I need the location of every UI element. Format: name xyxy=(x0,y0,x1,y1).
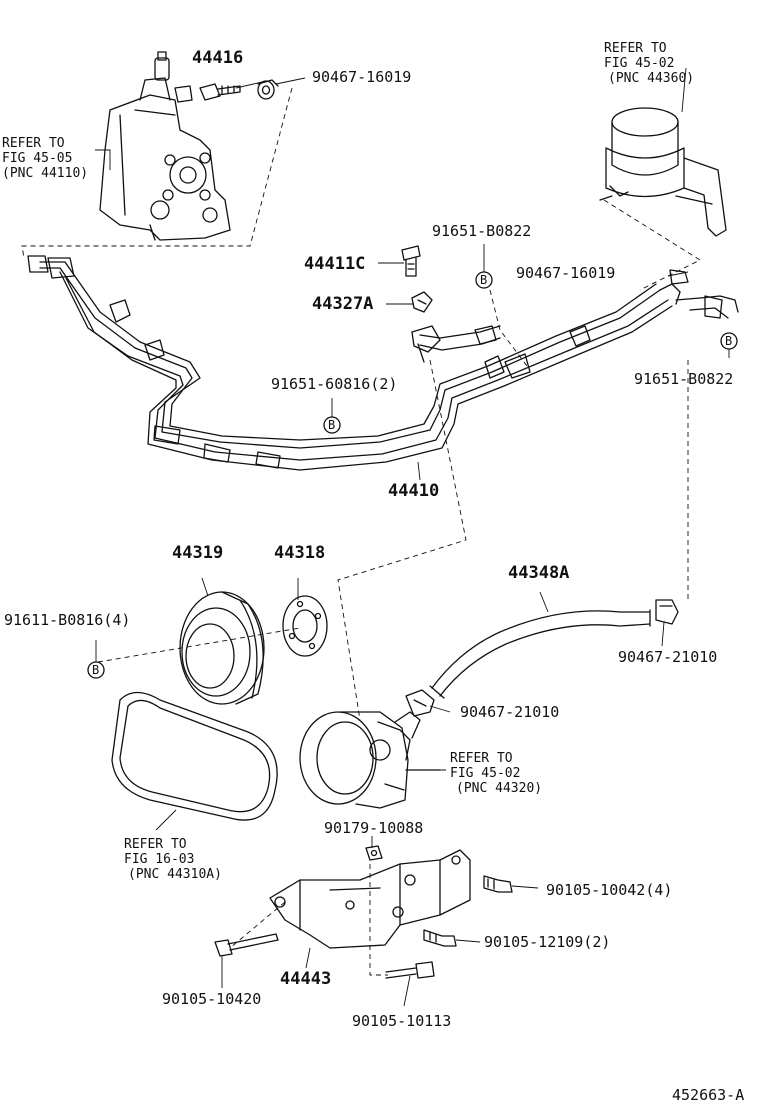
bolt-44411C xyxy=(401,245,421,277)
label-91651-B0822-top: 91651-B0822 xyxy=(432,222,531,240)
union-bolt-44416 xyxy=(199,83,241,101)
label-44416: 44416 xyxy=(192,48,243,68)
label-44411C: 44411C xyxy=(304,254,365,274)
bolt-90105-10420 xyxy=(214,933,279,957)
b-symbol-text-3: B xyxy=(725,334,732,348)
clamp-90467-21010-mid xyxy=(405,689,435,717)
ref-belt-line1: REFER TO xyxy=(124,837,187,852)
bolt-90105-12109 xyxy=(423,929,457,947)
label-90467-21010-mid: 90467-21010 xyxy=(460,703,559,721)
reservoir-illustration xyxy=(599,107,727,237)
label-44319: 44319 xyxy=(172,543,223,563)
b-symbol-text-2: B xyxy=(328,418,335,432)
label-91651-B0822-right: 91651-B0822 xyxy=(634,370,733,388)
label-91611-B0816: 91611-B0816(4) xyxy=(4,611,130,629)
steering-gear-illustration xyxy=(99,51,231,241)
ref-reservoir-line1: REFER TO xyxy=(604,41,667,56)
ref-pump-line3: (PNC 44320) xyxy=(456,781,542,796)
clamp-90467-21010-right xyxy=(655,599,679,625)
clamp-44327A xyxy=(411,291,433,313)
label-90467-16019-mid: 90467-16019 xyxy=(516,264,615,282)
v-belt xyxy=(111,691,278,821)
dashed-alignment-lines xyxy=(21,87,701,976)
ref-reservoir-line3: (PNC 44360) xyxy=(608,71,694,86)
ref-belt-line2: FIG 16-03 xyxy=(124,852,194,867)
nut-90179-10088 xyxy=(365,845,383,861)
label-90467-21010-right: 90467-21010 xyxy=(618,648,717,666)
label-44318: 44318 xyxy=(274,543,325,563)
ref-belt-line3: (PNC 44310A) xyxy=(128,867,222,882)
ref-gear-line2: FIG 45-05 xyxy=(2,151,72,166)
bracket-44443 xyxy=(269,849,471,949)
label-44443: 44443 xyxy=(280,969,331,989)
ref-gear-line1: REFER TO xyxy=(2,136,65,151)
label-90179-10088: 90179-10088 xyxy=(324,819,423,837)
label-44327A: 44327A xyxy=(312,294,373,314)
label-91651-60816: 91651-60816(2) xyxy=(271,375,397,393)
vane-pump xyxy=(299,711,441,809)
label-90105-10042: 90105-10042(4) xyxy=(546,881,672,899)
pulley-44319 xyxy=(179,591,265,705)
return-hose-section xyxy=(411,325,501,363)
gasket-90467-16019-top xyxy=(257,79,279,100)
leader-lines xyxy=(95,67,730,1007)
b-symbol-text-4: B xyxy=(92,663,99,677)
label-90105-10113: 90105-10113 xyxy=(352,1012,451,1030)
ref-reservoir-line2: FIG 45-02 xyxy=(604,56,674,71)
return-hose-44348A xyxy=(429,609,651,699)
bolt-90105-10042 xyxy=(483,875,513,893)
label-90105-10420: 90105-10420 xyxy=(162,990,261,1008)
ref-pump-line1: REFER TO xyxy=(450,751,513,766)
label-90105-12109: 90105-12109(2) xyxy=(484,933,610,951)
bolt-90105-10113 xyxy=(385,961,435,979)
label-90467-16019-top: 90467-16019 xyxy=(312,68,411,86)
label-44410: 44410 xyxy=(388,481,439,501)
ref-gear-line3: (PNC 44110) xyxy=(2,166,88,181)
ref-pump-line2: FIG 45-02 xyxy=(450,766,520,781)
plate-44318 xyxy=(282,595,328,657)
label-44348A: 44348A xyxy=(508,563,569,583)
diagram-id: 452663-A xyxy=(672,1086,744,1104)
tube-assembly-44410 xyxy=(27,255,739,471)
b-symbol-text-1: B xyxy=(480,273,487,287)
